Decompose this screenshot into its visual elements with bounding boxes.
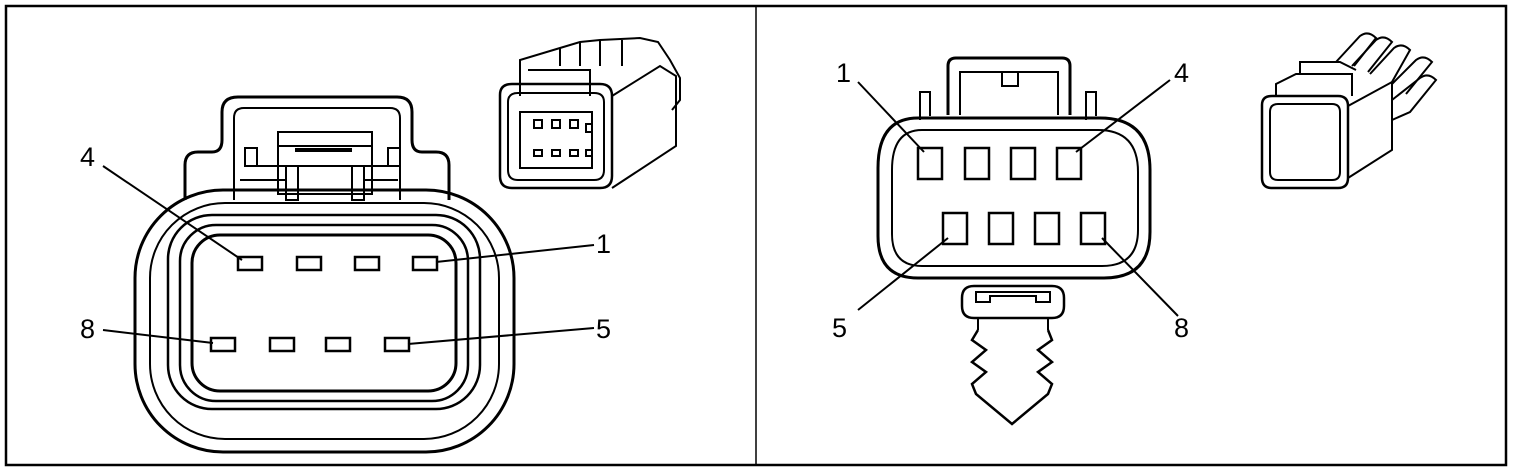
left-label-pin-1: 1 <box>596 229 611 259</box>
left-pin-4 <box>236 255 264 272</box>
right-thumb-wire-5 <box>1391 74 1438 121</box>
right-leader-5 <box>857 237 949 311</box>
right-leader-8 <box>1101 237 1179 317</box>
left-thumb-pin-b <box>551 119 561 129</box>
left-pin-3 <box>295 255 323 272</box>
left-latch-post-left <box>285 165 299 201</box>
right-thumb-wire-4 <box>1391 56 1434 95</box>
left-thumb-pin-c <box>569 119 579 129</box>
left-label-pin-8: 8 <box>80 314 95 344</box>
right-clip-head <box>960 284 1066 320</box>
left-body-outer <box>133 188 516 454</box>
left-thumb-pin-a <box>533 119 543 129</box>
left-thumb-face-inner <box>507 92 605 181</box>
right-latch-tab <box>1001 71 1019 87</box>
right-thumb-wire-2 <box>1351 36 1394 73</box>
left-leader-5 <box>407 327 595 345</box>
left-pin-8 <box>209 336 237 353</box>
right-latch-rails <box>919 91 1097 120</box>
left-pin-1 <box>411 255 439 272</box>
left-thumb-pin-f <box>551 149 561 157</box>
left-thumb-pin-d <box>585 123 593 133</box>
left-seal-mid <box>178 223 470 403</box>
right-thumb-face-inner <box>1269 103 1341 181</box>
right-thumb-latch-tab <box>1299 61 1357 74</box>
left-label-pin-5: 5 <box>596 314 611 344</box>
right-connector-thumbnail <box>1260 32 1438 190</box>
left-thumb-top <box>519 36 681 111</box>
left-thumb-pin-h <box>585 149 593 157</box>
right-label-pin-1: 1 <box>836 58 851 88</box>
left-latch-slot-right <box>387 147 401 167</box>
right-thumb-wire-3 <box>1369 44 1412 83</box>
left-thumb-cavity <box>519 111 593 169</box>
right-clip-neck <box>977 318 1049 330</box>
left-pin-2 <box>353 255 381 272</box>
right-pin-2 <box>963 146 991 181</box>
right-latch-inner <box>959 71 1059 115</box>
left-thumb-side <box>611 64 677 189</box>
right-panel <box>857 56 1179 426</box>
right-label-pin-8: 8 <box>1174 313 1189 343</box>
left-leader-4 <box>102 165 243 261</box>
left-latch-housing <box>183 95 451 200</box>
right-pin-4 <box>1055 146 1083 181</box>
right-pin-5 <box>941 211 969 246</box>
left-thumb-face <box>498 82 614 190</box>
right-clip-slot <box>975 291 1051 303</box>
left-connector-thumbnail <box>498 36 681 190</box>
right-thumb-side <box>1347 80 1393 179</box>
right-leader-1 <box>857 81 925 153</box>
left-latch-post-right <box>351 165 365 201</box>
left-thumb-latch <box>519 60 591 96</box>
right-pin-6 <box>987 211 1015 246</box>
left-thumb-pin-g <box>569 149 579 157</box>
left-pin-5 <box>383 336 411 353</box>
right-body-inner <box>891 129 1139 267</box>
left-seal-outer <box>166 213 482 411</box>
right-label-pin-4: 4 <box>1174 58 1189 88</box>
right-body-outer <box>876 116 1152 280</box>
left-latch-tab <box>277 131 373 195</box>
right-label-pin-5: 5 <box>832 313 847 343</box>
left-cavity <box>190 233 458 393</box>
right-clip-barbs <box>969 329 1055 426</box>
left-latch-slot-left <box>244 147 258 167</box>
left-pin-6 <box>324 336 352 353</box>
left-body-rim <box>149 202 500 440</box>
right-leader-4 <box>1075 79 1171 153</box>
right-pin-7 <box>1033 211 1061 246</box>
right-latch <box>946 56 1072 115</box>
left-latch-inner <box>233 107 401 200</box>
left-thumb-ribs <box>559 40 623 66</box>
left-leader-1 <box>435 244 595 263</box>
left-pin-7 <box>268 336 296 353</box>
right-thumb-wire-1 <box>1335 32 1378 67</box>
right-thumb-face <box>1260 94 1350 190</box>
right-pin-3 <box>1009 146 1037 181</box>
left-thumb-pin-e <box>533 149 543 157</box>
right-pin-1 <box>916 146 944 181</box>
right-pin-8 <box>1079 211 1107 246</box>
left-leader-8 <box>102 329 214 344</box>
right-thumb-latch-top <box>1275 73 1353 96</box>
left-panel <box>102 95 595 454</box>
left-label-pin-4: 4 <box>80 142 95 172</box>
